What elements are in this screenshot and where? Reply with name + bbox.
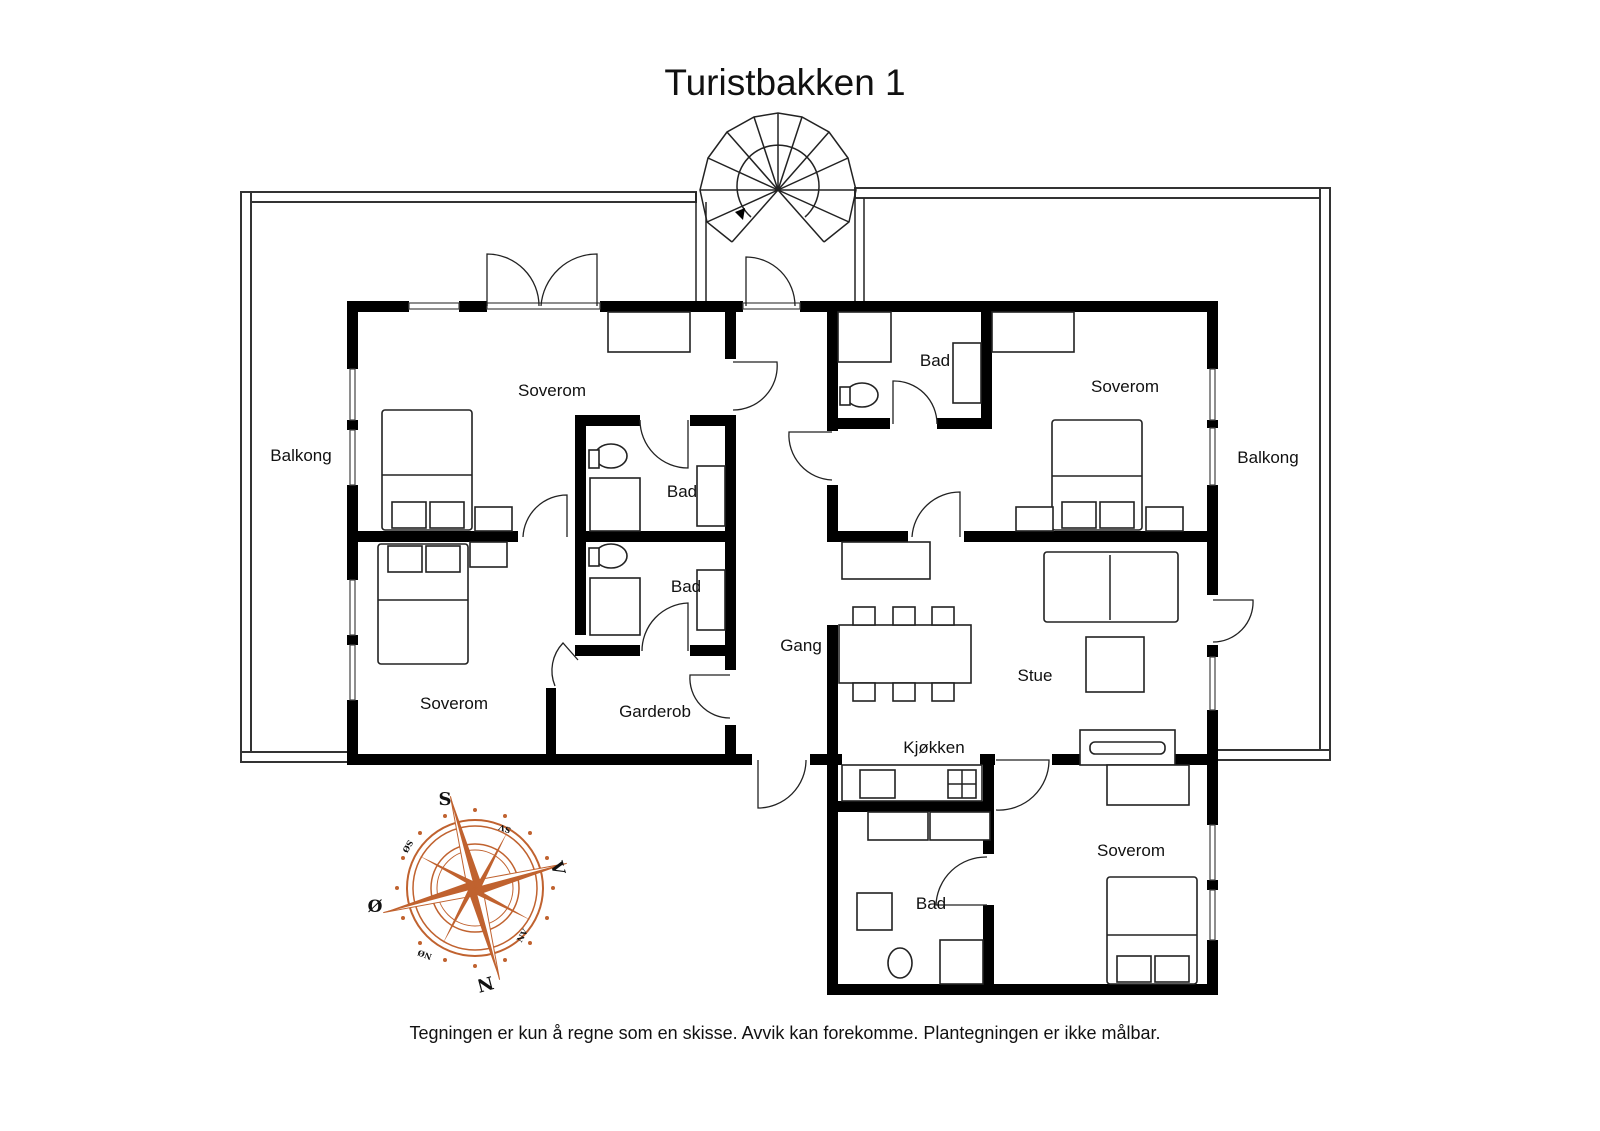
compass-se: NV (514, 926, 530, 943)
label-soverom-se: Soverom (1097, 841, 1165, 860)
label-balkong-left: Balkong (270, 446, 331, 465)
label-stue: Stue (1018, 666, 1053, 685)
balcony-left (240, 191, 707, 763)
label-balkong-right: Balkong (1237, 448, 1298, 467)
label-garderobe: Garderob (619, 702, 691, 721)
room-labels: Balkong Balkong Soverom Soverom Soverom … (270, 351, 1298, 913)
compass-nw: SØ (400, 838, 415, 854)
label-bad-nw: Bad (667, 482, 697, 501)
compass-bottom: N (474, 971, 495, 996)
plan-title: Turistbakken 1 (664, 62, 906, 103)
spiral-staircase (699, 112, 857, 243)
compass-left: Ø (368, 897, 383, 917)
compass-ne: SV (497, 822, 512, 836)
walls (347, 301, 1218, 995)
label-bad-ne: Bad (920, 351, 950, 370)
label-soverom-ne: Soverom (1091, 377, 1159, 396)
compass-right: V (545, 858, 568, 878)
disclaimer-text: Tegningen er kun å regne som en skisse. … (409, 1023, 1161, 1043)
compass-rose: S N Ø V SØ SV NØ NV (368, 789, 569, 996)
label-gang: Gang (780, 636, 822, 655)
compass-sw: NØ (416, 948, 433, 962)
furniture (377, 311, 1198, 985)
label-kjokken: Kjøkken (903, 738, 964, 757)
windows (349, 302, 1216, 941)
doors (486, 253, 1254, 906)
compass-top: S (439, 789, 452, 810)
label-bad-s: Bad (916, 894, 946, 913)
label-soverom-nw: Soverom (518, 381, 586, 400)
label-bad-w: Bad (671, 577, 701, 596)
label-soverom-sw: Soverom (420, 694, 488, 713)
